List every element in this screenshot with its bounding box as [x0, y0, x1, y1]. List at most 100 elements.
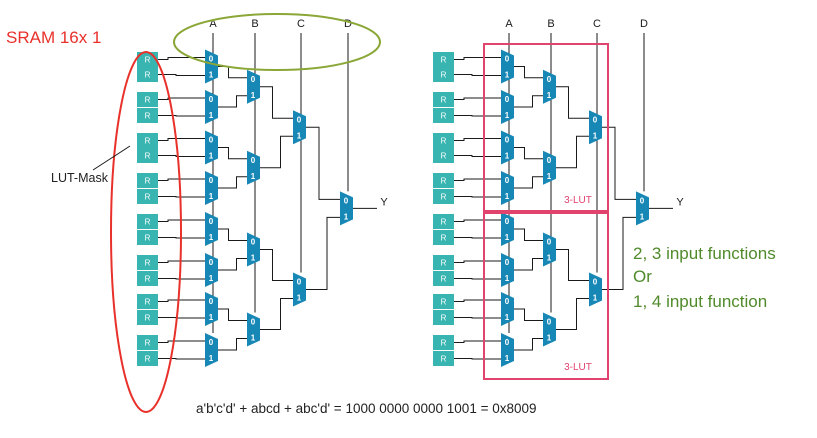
- mux-stage2: 01: [543, 312, 556, 347]
- mux-label-1: 1: [209, 111, 214, 120]
- mux-body: [589, 272, 602, 307]
- sram-cell-label: R: [145, 112, 151, 121]
- mux-stage3: 01: [293, 110, 306, 145]
- sram-cell-label: R: [441, 355, 447, 364]
- sram-cell: R: [137, 189, 158, 204]
- wire: [158, 57, 205, 60]
- mux-label-0: 0: [505, 176, 510, 185]
- mux-label-1: 1: [505, 313, 510, 322]
- equation: a'b'c'd' + abcd + abc'd' = 1000 0000 000…: [196, 401, 537, 416]
- mux-label-0: 0: [547, 318, 552, 327]
- mux-stage2: 01: [247, 69, 260, 104]
- wire: [158, 358, 205, 360]
- sram-cell-label: R: [145, 314, 151, 323]
- mux-label-1: 1: [297, 131, 302, 140]
- mux-body: [205, 253, 218, 287]
- mux-stage3: 01: [293, 272, 306, 307]
- sram-cell-box: [137, 133, 158, 148]
- mux-stage1: 01: [205, 212, 218, 246]
- wire: [218, 147, 247, 160]
- sram-cell: R: [137, 271, 158, 286]
- mux-label-1: 1: [547, 254, 552, 263]
- wire: [454, 155, 501, 157]
- mux-stage2: 01: [247, 150, 260, 185]
- mux-body: [205, 292, 218, 326]
- sram-cell-label: R: [145, 355, 151, 364]
- sram-cell: R: [433, 214, 454, 229]
- mux-label-1: 1: [547, 334, 552, 343]
- mux-label-1: 1: [640, 212, 645, 221]
- wire: [454, 57, 501, 60]
- input-label-d: D: [344, 18, 352, 30]
- mux-label-1: 1: [209, 192, 214, 201]
- mux-label-0: 0: [297, 278, 302, 287]
- mux-body: [247, 312, 260, 347]
- mux-label-1: 1: [505, 192, 510, 201]
- wire: [602, 216, 636, 290]
- wire: [454, 358, 501, 360]
- mux-stage3: 01: [589, 272, 602, 307]
- wire: [454, 74, 501, 76]
- sram-cell-box: [137, 255, 158, 270]
- mux-label-1: 1: [593, 131, 598, 140]
- mux-label-1: 1: [209, 152, 214, 161]
- mux-label-1: 1: [505, 71, 510, 80]
- mux-label-0: 0: [209, 136, 214, 145]
- sram-cell-box: [137, 108, 158, 123]
- mux-label-0: 0: [209, 55, 214, 64]
- sram-cell: R: [137, 214, 158, 229]
- sram-cell: R: [137, 173, 158, 188]
- mux-stage1: 01: [205, 171, 218, 205]
- sram-cell-box: [137, 148, 158, 163]
- mux-body: [636, 191, 649, 226]
- sram-cell: R: [137, 351, 158, 366]
- mux-stage1: 01: [501, 253, 514, 287]
- mux-stage1: 01: [205, 90, 218, 124]
- sram-cell-label: R: [441, 234, 447, 243]
- mux-label-0: 0: [505, 95, 510, 104]
- sram-cell-box: [433, 310, 454, 325]
- wire: [158, 115, 205, 117]
- sram-cell: R: [433, 108, 454, 123]
- wire: [158, 196, 205, 198]
- sram-cell-label: R: [441, 193, 447, 202]
- wire: [158, 97, 205, 100]
- mux-body: [247, 232, 260, 267]
- mux-stage1: 01: [205, 333, 218, 367]
- mux-body: [205, 49, 218, 84]
- sram-cell-label: R: [441, 96, 447, 105]
- sram-cell-box: [433, 294, 454, 309]
- sram-cell-box: [137, 173, 158, 188]
- wire: [454, 196, 501, 198]
- sram-cell-box: [137, 310, 158, 325]
- sram-cell: R: [137, 133, 158, 148]
- mux-body: [501, 90, 514, 124]
- lut3-label-top: 3-LUT: [564, 195, 592, 206]
- sram-cell-box: [433, 92, 454, 107]
- sram-cell-box: [137, 92, 158, 107]
- mux-body: [293, 110, 306, 145]
- input-label-c: C: [297, 18, 305, 30]
- wire: [454, 97, 501, 100]
- mux-label-0: 0: [505, 258, 510, 267]
- sram-cell-label: R: [441, 218, 447, 227]
- sram-cell-label: R: [145, 298, 151, 307]
- mux-stage4: 01: [636, 191, 649, 226]
- input-label-a: A: [505, 18, 513, 30]
- mux-stage1: 01: [501, 49, 514, 84]
- mux-body: [205, 90, 218, 124]
- mux-body: [205, 130, 218, 165]
- sram-cell: R: [433, 148, 454, 163]
- wire: [454, 299, 501, 302]
- mux-stage3: 01: [589, 110, 602, 145]
- sram-cell-label: R: [145, 71, 151, 80]
- mux-label-1: 1: [209, 71, 214, 80]
- mux-label-1: 1: [209, 274, 214, 283]
- mux-body: [501, 49, 514, 84]
- wire: [218, 258, 247, 271]
- sram-cell-box: [433, 133, 454, 148]
- mux-stage2: 01: [247, 312, 260, 347]
- wire: [260, 86, 293, 119]
